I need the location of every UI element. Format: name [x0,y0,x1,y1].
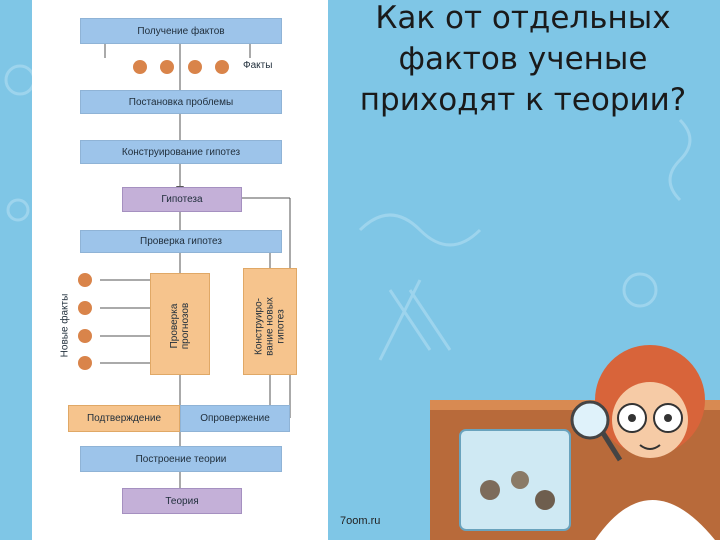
confirmation-box: Подтверждение [68,405,180,432]
step-check-hypotheses: Проверка гипотез [80,230,282,253]
step-get-facts: Получение фактов [80,18,282,44]
slide-title: Как от отдельных фактов ученые приходят … [359,0,687,118]
construct-new-hypotheses-box [243,268,297,375]
refutation-box: Опровержение [180,405,290,432]
construct-new-hypotheses-label: Конструиро- вание новых гипотез [253,297,287,356]
step-build-theory: Построение теории [80,446,282,472]
girl-scientist-illustration [430,345,720,540]
watermark-text: 7oom.ru [340,515,381,527]
step-construct-hypotheses: Конструирование гипотез [80,140,282,164]
hypothesis-box: Гипотеза [122,187,242,212]
theory-box: Теория [122,488,242,514]
step-problem: Постановка проблемы [80,90,282,114]
new-facts-label: Новые факты [59,293,71,358]
check-forecasts-box [150,273,210,375]
check-forecasts-label: Проверка прогнозов [169,302,191,350]
facts-label: Факты [243,60,273,71]
